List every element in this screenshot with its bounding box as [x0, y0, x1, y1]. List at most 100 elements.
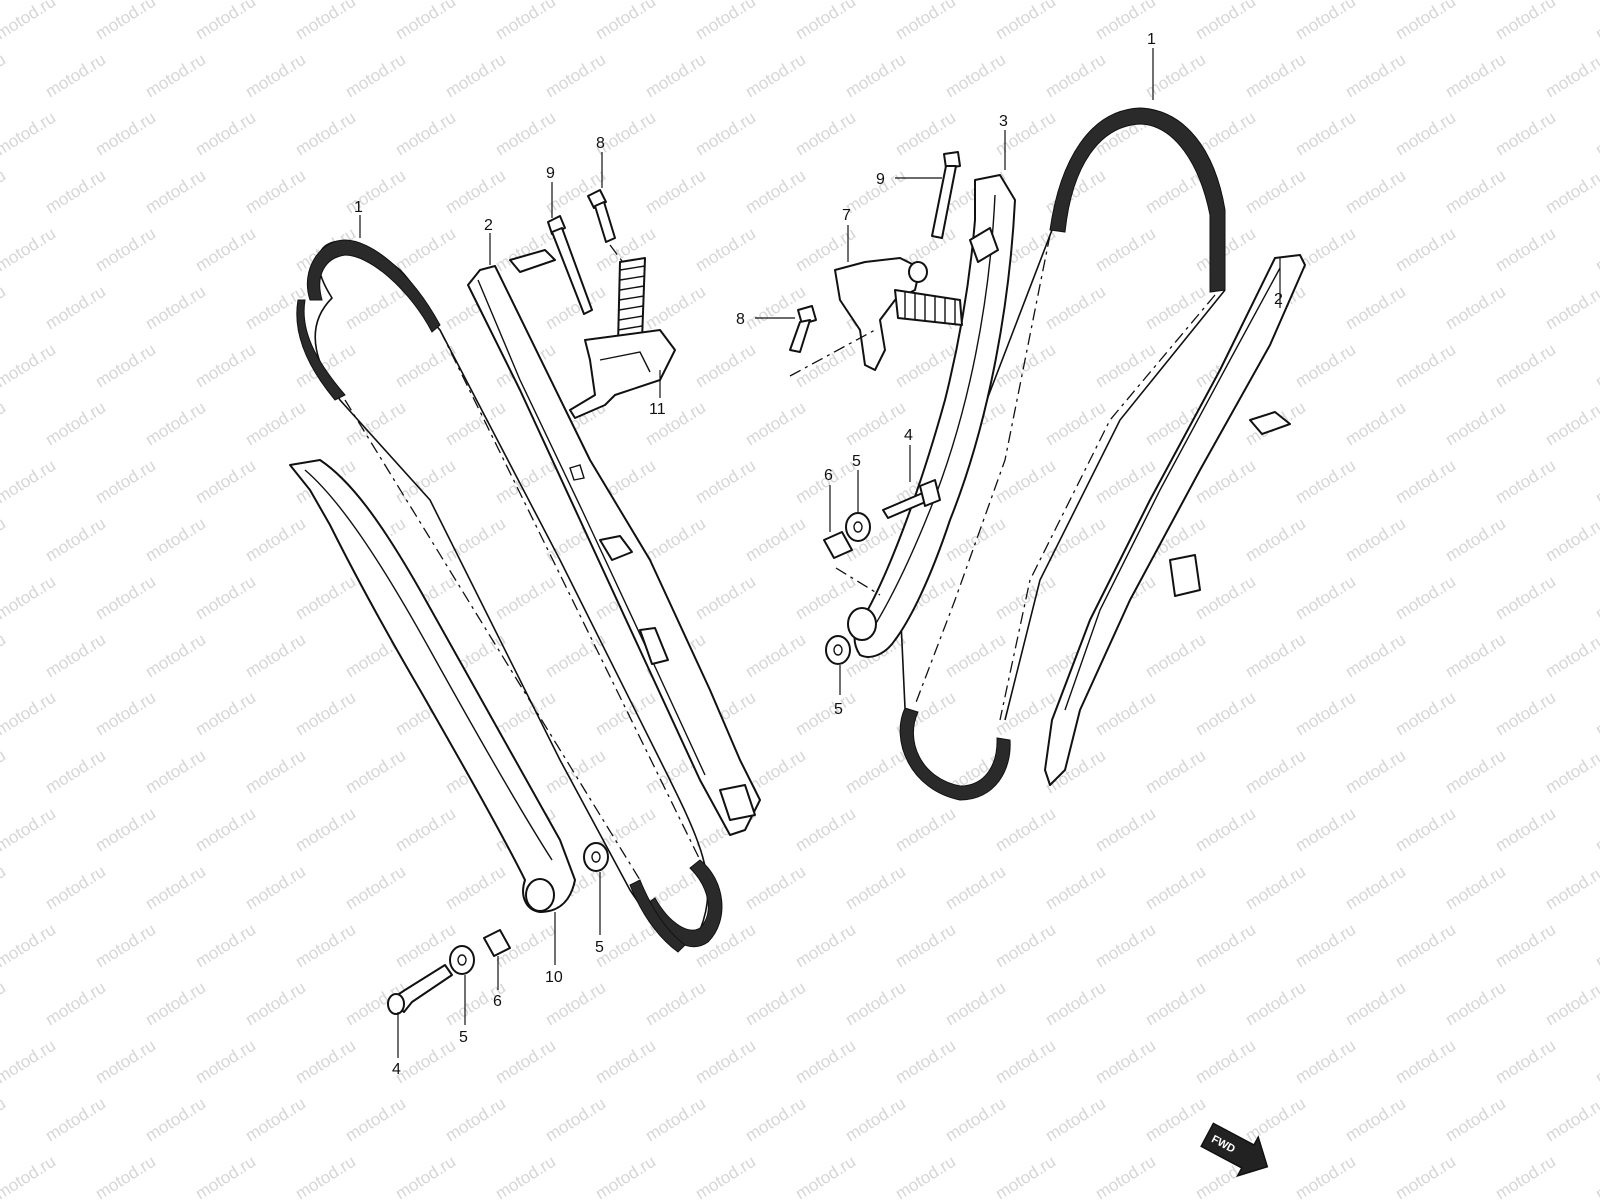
- watermark-text: motod.ru: [142, 166, 209, 218]
- callout-left-bolt-8: 8: [596, 135, 605, 152]
- watermark-text: motod.ru: [642, 50, 709, 102]
- watermark-text: motod.ru: [0, 166, 9, 218]
- watermark-text: motod.ru: [1592, 340, 1600, 392]
- watermark-text: motod.ru: [492, 0, 559, 43]
- watermark-text: motod.ru: [0, 1036, 59, 1088]
- watermark-text: motod.ru: [42, 746, 109, 798]
- watermark-text: motod.ru: [1142, 978, 1209, 1030]
- watermark-text: motod.ru: [192, 804, 259, 856]
- watermark-text: motod.ru: [992, 920, 1059, 972]
- watermark-text: motod.ru: [1142, 50, 1209, 102]
- watermark-text: motod.ru: [1542, 862, 1600, 914]
- watermark-text: motod.ru: [1542, 978, 1600, 1030]
- left-assembly: [289, 189, 761, 1015]
- watermark-text: motod.ru: [292, 1152, 359, 1200]
- watermark-text: motod.ru: [92, 224, 159, 276]
- watermark-text: motod.ru: [1042, 282, 1109, 334]
- right-spacer-6: [823, 531, 853, 559]
- watermark-text: motod.ru: [1142, 630, 1209, 682]
- watermark-text: motod.ru: [442, 514, 509, 566]
- left-bolt-8: [587, 189, 626, 266]
- watermark-text: motod.ru: [342, 282, 409, 334]
- left-spacer-6: [483, 929, 511, 957]
- watermark-text: motod.ru: [392, 804, 459, 856]
- watermark-text: motod.ru: [92, 340, 159, 392]
- watermark-text: motod.ru: [692, 108, 759, 160]
- watermark-text: motod.ru: [192, 108, 259, 160]
- watermark-text: motod.ru: [192, 224, 259, 276]
- left-washer-5a: [449, 945, 475, 975]
- watermark-text: motod.ru: [1292, 0, 1359, 43]
- watermark-text: motod.ru: [1442, 978, 1509, 1030]
- watermark-text: motod.ru: [0, 0, 59, 43]
- watermark-text: motod.ru: [1292, 456, 1359, 508]
- callout-right-guide: 2: [1274, 291, 1283, 308]
- watermark-text: motod.ru: [842, 978, 909, 1030]
- watermark-text: motod.ru: [1442, 514, 1509, 566]
- watermark-text: motod.ru: [792, 1152, 859, 1200]
- watermark-text: motod.ru: [1292, 572, 1359, 624]
- watermark-text: motod.ru: [942, 630, 1009, 682]
- watermark-text: motod.ru: [1442, 282, 1509, 334]
- watermark-text: motod.ru: [42, 166, 109, 218]
- watermark-text: motod.ru: [942, 514, 1009, 566]
- watermark-text: motod.ru: [892, 920, 959, 972]
- watermark-text: motod.ru: [842, 1094, 909, 1146]
- watermark-text: motod.ru: [342, 746, 409, 798]
- watermark-text: motod.ru: [1292, 1036, 1359, 1088]
- watermark-text: motod.ru: [1292, 108, 1359, 160]
- watermark-text: motod.ru: [0, 978, 9, 1030]
- watermark-text: motod.ru: [242, 166, 309, 218]
- watermark-text: motod.ru: [242, 862, 309, 914]
- right-bolt-4: [882, 479, 941, 519]
- watermark-text: motod.ru: [492, 456, 559, 508]
- watermark-text: motod.ru: [692, 1036, 759, 1088]
- watermark-text: motod.ru: [242, 514, 309, 566]
- watermark-text: motod.ru: [992, 340, 1059, 392]
- watermark-text: motod.ru: [1292, 1152, 1359, 1200]
- watermark-text: motod.ru: [642, 1094, 709, 1146]
- watermark-text: motod.ru: [1192, 804, 1259, 856]
- watermark-text: motod.ru: [0, 50, 9, 102]
- watermark-text: motod.ru: [892, 1152, 959, 1200]
- watermark-text: motod.ru: [1342, 282, 1409, 334]
- watermark-text: motod.ru: [1592, 1152, 1600, 1200]
- right-chain-tensioner: [847, 174, 1016, 658]
- watermark-text: motod.ru: [1492, 920, 1559, 972]
- watermark-text: motod.ru: [1492, 0, 1559, 43]
- watermark-text: motod.ru: [1192, 0, 1259, 43]
- watermark-text: motod.ru: [1042, 862, 1109, 914]
- watermark-text: motod.ru: [142, 630, 209, 682]
- watermark-text: motod.ru: [0, 456, 59, 508]
- watermark-text: motod.ru: [1092, 1152, 1159, 1200]
- watermark-text: motod.ru: [442, 166, 509, 218]
- watermark-text: motod.ru: [92, 456, 159, 508]
- watermark-text: motod.ru: [142, 862, 209, 914]
- callout-left-guide: 2: [484, 217, 493, 234]
- watermark-text: motod.ru: [292, 688, 359, 740]
- right-bolt-9: [931, 151, 961, 239]
- fwd-arrow-icon: [1200, 1122, 1269, 1178]
- right-chain-hidden-line-a: [914, 234, 1051, 706]
- watermark-text: motod.ru: [442, 50, 509, 102]
- callout-right-bolt-9: 9: [876, 171, 885, 188]
- watermark-text: motod.ru: [42, 50, 109, 102]
- watermark-text: motod.ru: [742, 398, 809, 450]
- watermark-text: motod.ru: [1142, 282, 1209, 334]
- watermark-text: motod.ru: [242, 398, 309, 450]
- watermark-text: motod.ru: [1492, 456, 1559, 508]
- watermark-text: motod.ru: [1042, 398, 1109, 450]
- callout-left-washer-5b: 5: [595, 939, 604, 956]
- watermark-text: motod.ru: [692, 224, 759, 276]
- watermark-text: motod.ru: [942, 862, 1009, 914]
- right-spacer-leader: [835, 567, 881, 596]
- right-washer-5a-hole: [853, 521, 863, 533]
- watermark-text: motod.ru: [1142, 746, 1209, 798]
- watermark-text: motod.ru: [1392, 1036, 1459, 1088]
- callout-left-tensioner-adjuster: 11: [649, 401, 666, 418]
- watermark-text: motod.ru: [1342, 166, 1409, 218]
- callout-right-bolt-4: 4: [904, 427, 913, 444]
- watermark-text: motod.ru: [492, 108, 559, 160]
- watermark-text: motod.ru: [1592, 804, 1600, 856]
